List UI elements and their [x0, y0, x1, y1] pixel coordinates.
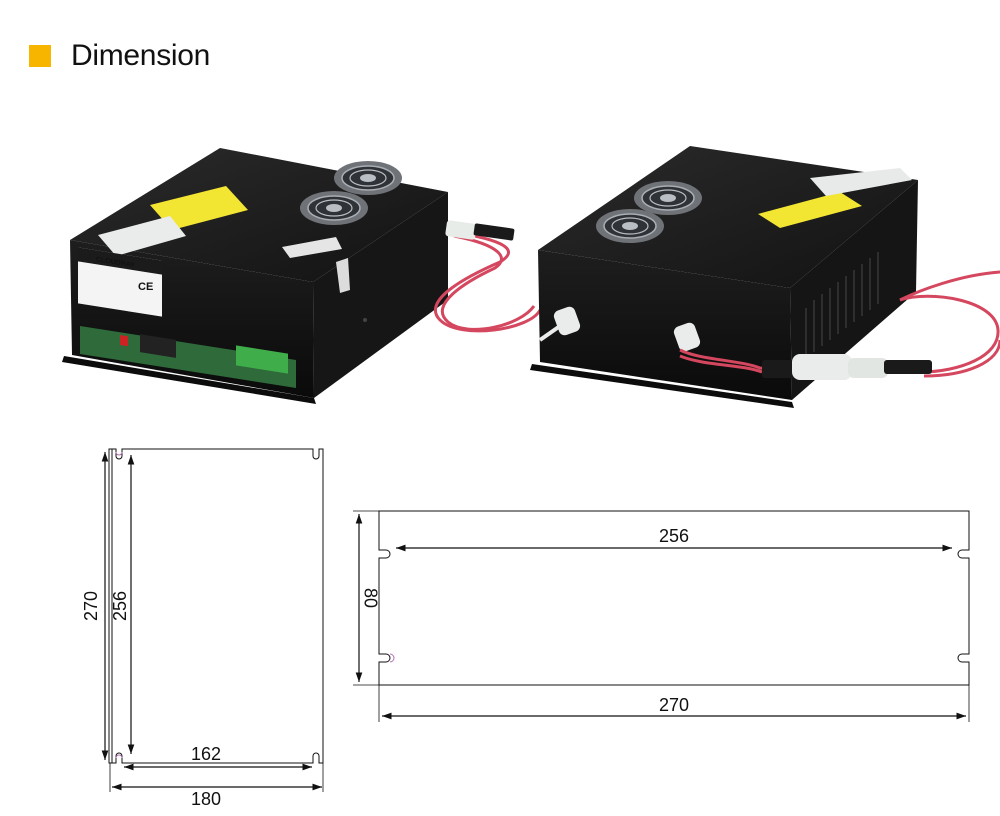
- yellow-square-icon: [29, 45, 51, 67]
- high-voltage-cable: [679, 270, 1000, 378]
- power-supply-front-view: CLOUDRAY CE: [62, 148, 448, 404]
- cable-connector: [445, 220, 515, 241]
- dimension-lines-top-view: [101, 452, 324, 792]
- top-view-outer-height: 270: [81, 591, 101, 621]
- section-title: Dimension: [71, 39, 211, 72]
- cooling-fan: [300, 191, 368, 225]
- circuit-board: [80, 326, 296, 388]
- warning-label: [758, 192, 862, 228]
- section-header: Dimension: [29, 36, 210, 76]
- top-view-inner-height: 256: [110, 591, 130, 621]
- cable-connector: [762, 354, 932, 380]
- cooling-fan: [334, 161, 402, 195]
- ce-mark: CE: [138, 281, 153, 293]
- dimension-lines-side-view: [353, 510, 970, 722]
- top-view-drawing: [108, 448, 324, 764]
- side-view-inner-length: 256: [659, 526, 689, 546]
- cooling-fan: [596, 209, 664, 243]
- high-voltage-cable: [434, 230, 542, 333]
- cable-gland: [553, 306, 701, 352]
- side-view-height: 80: [360, 588, 380, 608]
- cooling-fan: [634, 181, 702, 215]
- top-view-inner-width: 162: [191, 744, 221, 764]
- warning-label: [150, 186, 248, 230]
- top-view-outer-width: 180: [191, 789, 221, 809]
- side-view-outer-length: 270: [659, 695, 689, 715]
